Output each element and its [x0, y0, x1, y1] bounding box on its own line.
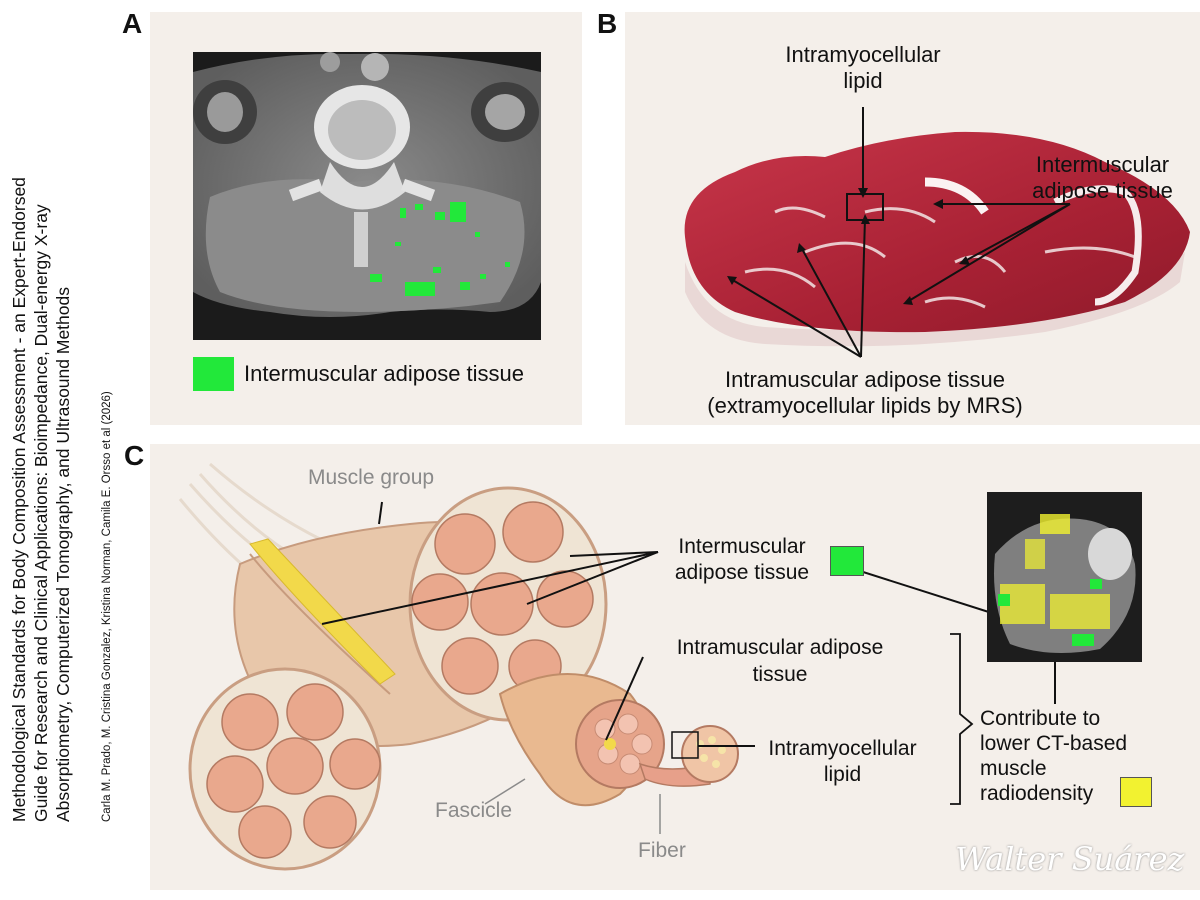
label-intermuscular-b-line-1: Intermuscular: [1035, 152, 1170, 177]
label-imcl-b-line-1: Intramyocellular: [785, 42, 941, 67]
legend-label-intermuscular: Intermuscular adipose tissue: [244, 361, 525, 386]
label-muscle-group: Muscle group: [308, 466, 435, 489]
label-imcl-b: Intramyocellular lipid: [758, 42, 968, 94]
meat-photo: [684, 107, 1190, 358]
label-intramuscular-c: Intramuscular adipose tissue: [640, 634, 920, 688]
citation-sidebar: Methodological Standards for Body Compos…: [0, 0, 125, 900]
label-fascicle: Fascicle: [435, 799, 513, 822]
panel-letter-b: B: [597, 8, 618, 39]
label-intermuscular-c: Intermuscular adipose tissue: [662, 534, 822, 586]
label-imcl-c-line-2: lipid: [823, 763, 862, 786]
label-intermuscular-b-line-2: adipose tissue: [1032, 178, 1173, 203]
ct-scan-image: [193, 52, 541, 340]
label-fiber: Fiber: [638, 839, 686, 862]
citation-title-line-3: Absorptiometry, Computerized Tomography,…: [53, 287, 73, 822]
label-intermuscular-c-line-2: adipose tissue: [674, 561, 810, 584]
label-imcl-b-line-2: lipid: [843, 68, 883, 93]
green-legend-swatch: [193, 357, 234, 391]
label-intermuscular-b: Intermuscular adipose tissue: [1005, 152, 1200, 204]
citation-title-line-2: Guide for Research and Clinical Applicat…: [31, 204, 51, 822]
label-contribute-line-3: muscle: [980, 757, 1047, 780]
citation-title: Methodological Standards for Body Compos…: [8, 177, 74, 822]
label-intramuscular-c-line-1: Intramuscular adipose: [676, 636, 884, 659]
green-swatch-c: [830, 546, 864, 576]
panel-c: Muscle group Intermuscular adipose tissu…: [150, 444, 1200, 890]
muscle-anatomy-illustration: [178, 462, 1142, 871]
yellow-swatch-c: [1120, 777, 1152, 807]
label-intramuscular-b-line-1: Intramuscular adipose tissue: [724, 367, 1006, 392]
panel-letter-a: A: [122, 8, 143, 39]
citation-authors: Carla M. Prado, M. Cristina Gonzalez, Kr…: [101, 391, 113, 822]
label-intramuscular-b-line-2: (extramyocellular lipids by MRS): [707, 393, 1023, 418]
label-contribute: Contribute to lower CT-based muscle radi…: [980, 706, 1127, 806]
label-imcl-c-line-1: Intramyocellular: [768, 737, 917, 760]
panel-a: Intermuscular adipose tissue: [150, 12, 582, 425]
label-contribute-line-2: lower CT-based: [980, 732, 1128, 755]
label-imcl-c: Intramyocellular lipid: [760, 736, 925, 788]
panel-b: Intramyocellular lipid Intermuscular adi…: [625, 12, 1200, 425]
label-intramuscular-b: Intramuscular adipose tissue (extramyoce…: [685, 367, 1045, 419]
citation-title-line-1: Methodological Standards for Body Compos…: [9, 177, 29, 822]
label-contribute-line-4: radiodensity: [980, 782, 1094, 805]
panel-letter-c: C: [124, 440, 145, 471]
signature: Walter Suárez: [955, 840, 1185, 878]
label-contribute-line-1: Contribute to: [980, 707, 1101, 730]
label-intramuscular-c-line-2: tissue: [752, 663, 808, 686]
label-intermuscular-c-line-1: Intermuscular: [678, 535, 806, 558]
